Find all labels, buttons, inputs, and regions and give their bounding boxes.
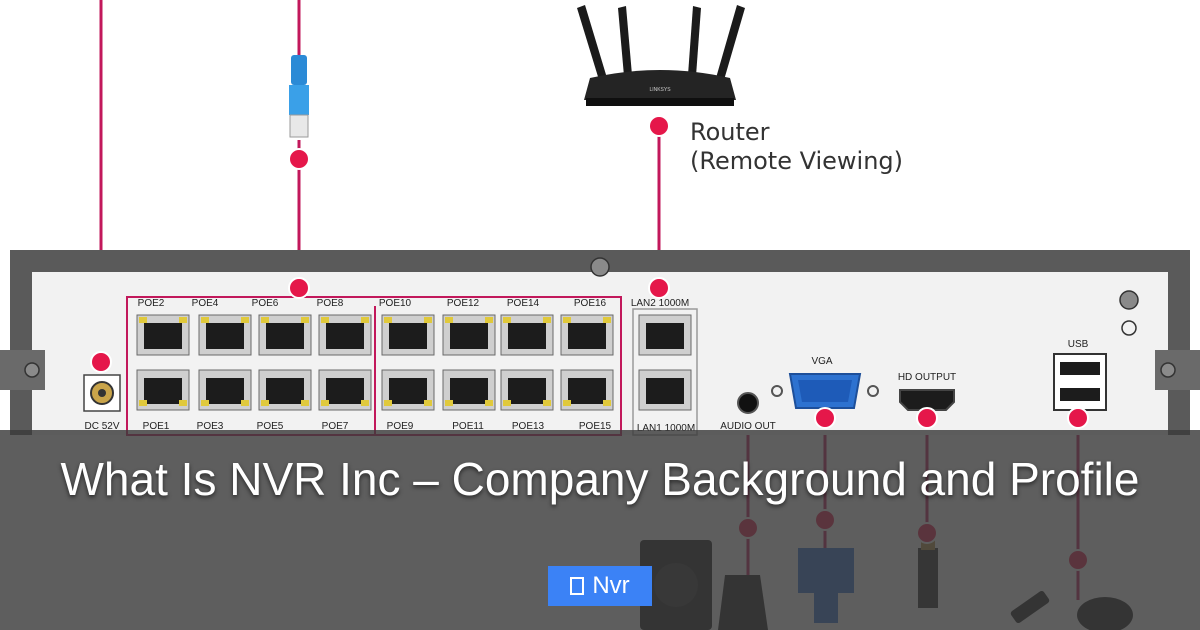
folder-icon: [570, 577, 585, 595]
poe-port: [442, 314, 496, 356]
poe-bottom-label: POE7: [322, 421, 349, 432]
poe-top-label: POE10: [379, 298, 412, 309]
poe-top-label: POE8: [317, 298, 344, 309]
poe-bottom-label: POE1: [143, 421, 170, 432]
hdmi-port: [899, 389, 955, 411]
poe-bottom-label: POE13: [512, 421, 545, 432]
router-label-line2: (Remote Viewing): [690, 147, 904, 175]
poe-port: [136, 369, 190, 411]
poe-port: [381, 369, 435, 411]
usb-ports: [1053, 353, 1107, 411]
poe-port: [258, 369, 312, 411]
poe-port: [198, 369, 252, 411]
poe-bottom-label: POE9: [387, 421, 414, 432]
poe-port: [258, 314, 312, 356]
poe-top-label: POE14: [507, 298, 540, 309]
lan2-label: LAN2 1000M: [631, 298, 689, 309]
audio-out-jack: [737, 392, 759, 414]
usb-label: USB: [1068, 339, 1089, 350]
poe-top-label: POE16: [574, 298, 607, 309]
poe-top-label: POE2: [138, 298, 165, 309]
svg-text:LINKSYS: LINKSYS: [649, 87, 671, 93]
poe-port: [442, 369, 496, 411]
lan-port: [638, 314, 692, 356]
poe-top-label: POE12: [447, 298, 480, 309]
ground-icon: [1121, 320, 1137, 336]
router-label-line1: Router: [690, 118, 770, 146]
poe-port: [500, 369, 554, 411]
poe-top-label: POE4: [192, 298, 219, 309]
poe-bottom-label: POE11: [452, 421, 484, 432]
lan1-label: LAN1 1000M: [637, 423, 695, 434]
dc-label: DC 52V: [84, 421, 119, 432]
lan-port: [638, 369, 692, 411]
connection-dots: [90, 115, 1089, 429]
poe-port: [381, 314, 435, 356]
router-icon: LINKSYS: [577, 5, 745, 106]
poe-port: [500, 314, 554, 356]
hd-output-label: HD OUTPUT: [898, 372, 956, 383]
poe-bottom-label: POE5: [257, 421, 284, 432]
poe-port: [136, 314, 190, 356]
vga-port: [771, 373, 879, 409]
poe-top-label: POE6: [252, 298, 279, 309]
poe-port: [560, 369, 614, 411]
poe-port: [318, 314, 372, 356]
poe-port: [560, 314, 614, 356]
category-tag-label: Nvr: [592, 572, 630, 599]
vga-label: VGA: [811, 356, 832, 367]
category-tag[interactable]: Nvr: [548, 566, 652, 606]
router-label: Router (Remote Viewing): [690, 118, 903, 176]
audio-out-label: AUDIO OUT: [720, 421, 776, 432]
poe-port: [198, 314, 252, 356]
ethernet-cable-icon: [289, 55, 309, 138]
poe-port: [318, 369, 372, 411]
dc-power-port: [83, 374, 121, 412]
poe-bottom-label: POE15: [579, 421, 612, 432]
poe-bottom-label: POE3: [197, 421, 224, 432]
page-title: What Is NVR Inc – Company Background and…: [60, 453, 1140, 505]
